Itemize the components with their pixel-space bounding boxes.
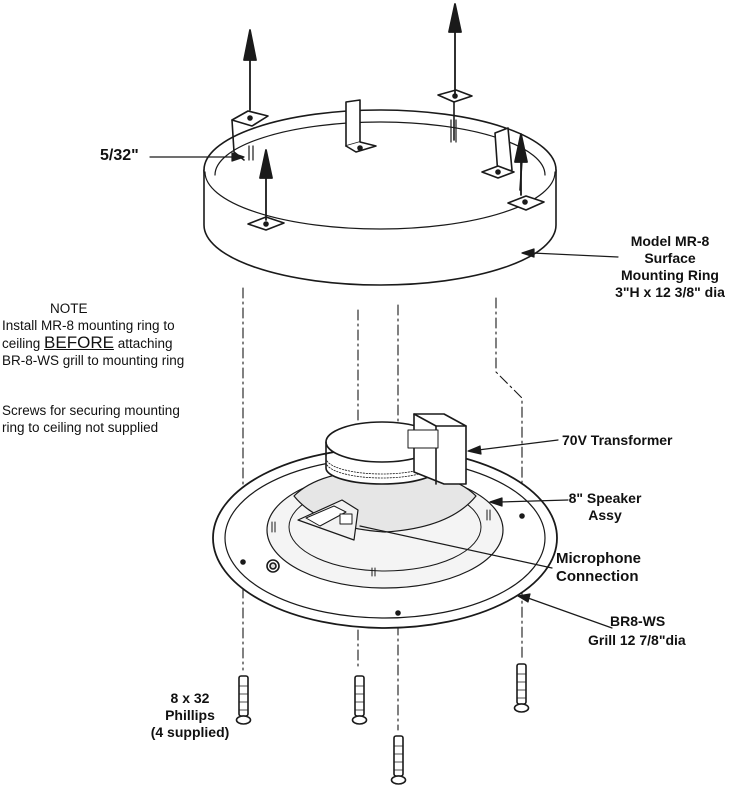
grill-leader [517, 593, 613, 629]
lift-arrow [243, 29, 257, 111]
ring-bracket [247, 216, 285, 231]
transformer-leader [467, 439, 559, 455]
hole-size-label: 5/32" [100, 147, 139, 164]
phillips-size: 8 x 32 [170, 690, 210, 706]
phillips-qty: (4 supplied) [150, 724, 230, 740]
screw [351, 675, 368, 725]
transformer-label: 70V Transformer [562, 432, 673, 448]
lift-arrow [259, 149, 273, 221]
grill-model: BR8-WS [610, 613, 666, 629]
phillips-label: 8 x 32 Phillips (4 supplied) [140, 690, 240, 741]
transformer [407, 413, 467, 485]
ring-bracket [437, 89, 473, 141]
lift-arrow [448, 3, 462, 95]
speaker-label-1: 8" Speaker [568, 490, 642, 506]
note-line-2c: attaching [113, 336, 173, 351]
ring-type-1: Surface [644, 250, 696, 266]
speaker-label: 8" Speaker Assy [562, 490, 648, 524]
ring-leader [521, 248, 619, 258]
screws-note-2: ring to ceiling not supplied [2, 420, 159, 435]
install-note: NOTE Install MR-8 mounting ring to ceili… [2, 300, 232, 369]
speaker-label-2: Assy [588, 507, 622, 523]
ring-type-2: Mounting Ring [621, 267, 719, 283]
mic-label-1: Microphone [556, 550, 641, 567]
ring-dims: 3"H x 12 3/8" dia [615, 284, 725, 300]
lift-arrow [514, 133, 528, 196]
grill-label: BR8-WS Grill 12 7/8"dia [588, 613, 686, 649]
screws-note-1: Screws for securing mounting [2, 403, 180, 418]
note-line-3: BR-8-WS grill to mounting ring [2, 353, 185, 368]
mic-leader [359, 525, 553, 569]
note-emphasis: BEFORE [44, 333, 114, 352]
hole-size-leader [149, 152, 245, 162]
screw [235, 675, 252, 725]
mounting-ring-label: Model MR-8 Surface Mounting Ring 3"H x 1… [610, 233, 730, 301]
note-line-2a: ceiling [2, 336, 45, 351]
phillips-type: Phillips [165, 707, 215, 723]
mounting-ring [203, 109, 557, 286]
speaker-leader [489, 497, 569, 507]
ring-bracket [345, 99, 377, 153]
screws-note: Screws for securing mounting ring to cei… [2, 402, 232, 436]
note-line-1: Install MR-8 mounting ring to [2, 318, 175, 333]
screw [513, 663, 530, 713]
note-title: NOTE [50, 301, 88, 316]
mic-label-2: Connection [556, 568, 639, 585]
ring-bracket [481, 127, 515, 179]
note-line-2: ceiling BEFORE attaching [2, 334, 232, 352]
grill-dims: Grill 12 7/8"dia [588, 632, 686, 648]
mic-label: Microphone Connection [556, 550, 641, 586]
ring-bracket [231, 110, 269, 161]
ring-model: Model MR-8 [630, 233, 710, 249]
screw [390, 735, 407, 785]
